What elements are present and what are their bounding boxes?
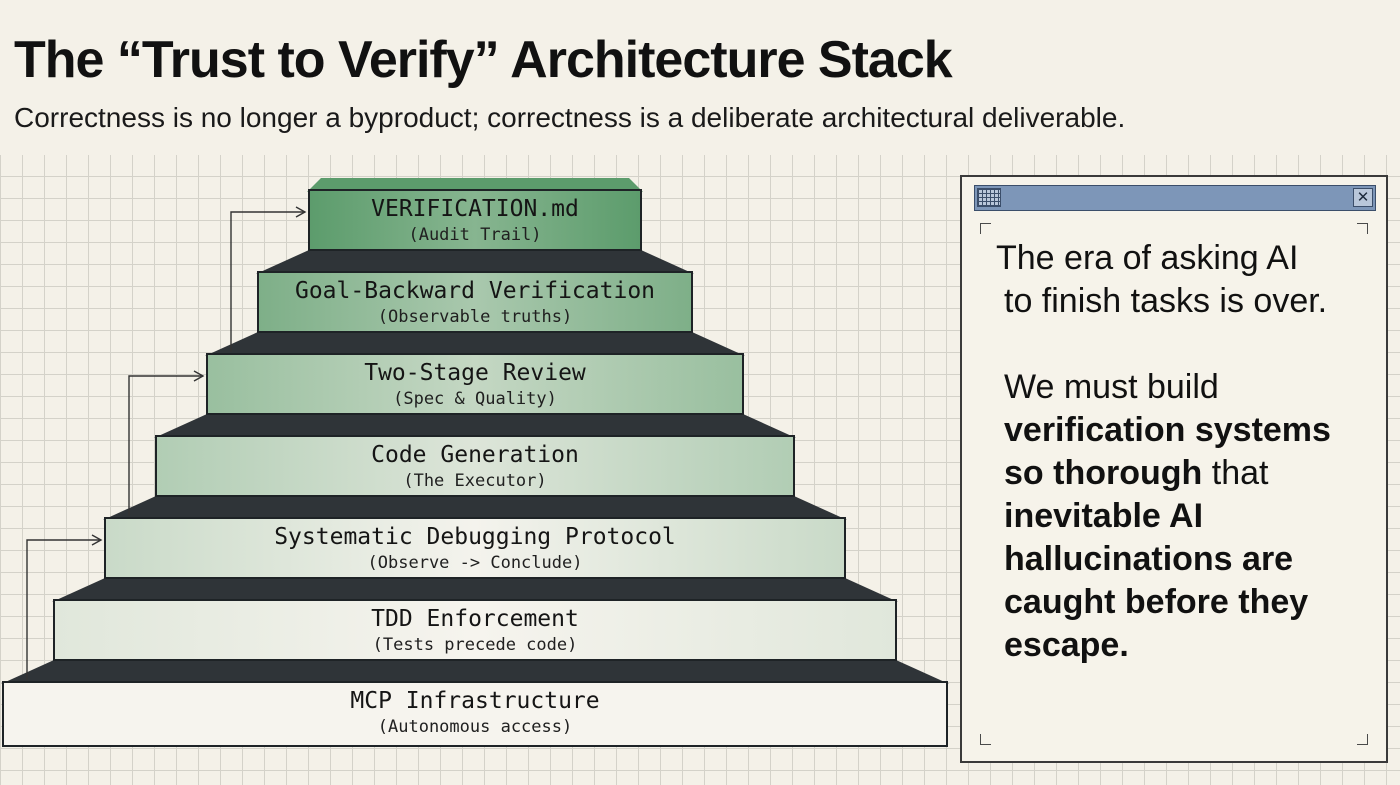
tier-subtitle: (Spec & Quality) (393, 389, 557, 409)
tier-face (206, 353, 744, 415)
tier-riser (256, 250, 694, 274)
tier-face (53, 599, 897, 661)
architecture-stack-diagram: VERIFICATION.md (Audit Trail) Goal-Backwar… (1, 178, 949, 747)
grid-icon (977, 188, 1001, 207)
flow-arrow (230, 206, 307, 352)
close-icon[interactable]: ✕ (1353, 188, 1373, 207)
quote-line-1: The era of asking AI (996, 239, 1299, 277)
tier-face (2, 681, 948, 747)
quote-plain-text: We must build (1004, 368, 1219, 406)
quote-line-2: to finish tasks is over. (1004, 282, 1328, 320)
quote-bold-text: inevitable AI hallucinations are caught … (1004, 497, 1309, 664)
tier-name: Goal-Backward Verification (295, 278, 655, 304)
flow-arrow (26, 534, 103, 680)
tier-subtitle: (Observable truths) (378, 307, 572, 327)
tier-face (308, 189, 642, 251)
tier-riser (1, 660, 949, 684)
tier-subtitle: (Autonomous access) (378, 717, 572, 737)
tier-riser (103, 496, 847, 520)
tier-name: VERIFICATION.md (371, 196, 579, 222)
tier-face (104, 517, 846, 579)
quote-plain-text: that (1211, 454, 1269, 492)
page-title: The “Trust to Verify” Architecture Stack (14, 31, 953, 89)
tier-riser (154, 414, 796, 438)
quote-paragraph-2: We must build verification systems so th… (996, 366, 1376, 667)
tier-subtitle: (Tests precede code) (373, 635, 578, 655)
page-subtitle: Correctness is no longer a byproduct; co… (14, 102, 1126, 133)
header-band (0, 0, 1400, 155)
corner-mark (980, 223, 991, 234)
tier-subtitle: (Observe -> Conclude) (368, 553, 583, 573)
tier-riser (52, 578, 898, 602)
tier-riser (307, 178, 643, 192)
corner-mark (1357, 734, 1368, 745)
quote-text: The era of asking AI to finish tasks is … (996, 237, 1376, 667)
flow-arrow (128, 370, 205, 516)
tier-subtitle: (Audit Trail) (408, 225, 541, 245)
corner-mark (980, 734, 991, 745)
window-title-bar[interactable]: ✕ (974, 185, 1376, 211)
quote-bold-text: verification systems so thorough (1004, 411, 1331, 492)
tier-face (155, 435, 795, 497)
tier-name: TDD Enforcement (371, 606, 579, 632)
tier-name: Two-Stage Review (364, 360, 586, 386)
quote-paragraph-1: The era of asking AI to finish tasks is … (996, 237, 1376, 323)
quote-window: ✕ The era of asking AI to finish tasks i… (960, 175, 1388, 763)
tier-riser (205, 332, 745, 356)
tier-subtitle: (The Executor) (403, 471, 546, 491)
tier-face (257, 271, 693, 333)
tier-name: MCP Infrastructure (350, 688, 599, 714)
tier-name: Systematic Debugging Protocol (274, 524, 676, 550)
corner-mark (1357, 223, 1368, 234)
tier-name: Code Generation (371, 442, 579, 468)
